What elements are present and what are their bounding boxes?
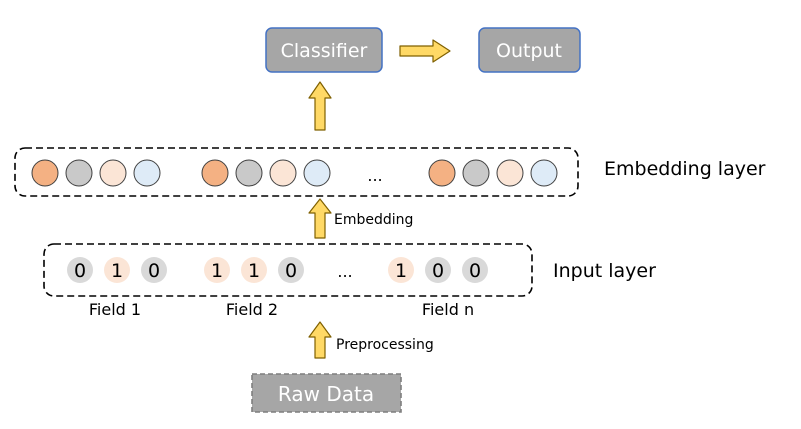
- embedding-node-blue: [530, 159, 558, 187]
- embedding-node-gray: [65, 159, 93, 187]
- embedding-node-peach: [269, 159, 297, 187]
- embedding-node-blue: [303, 159, 331, 187]
- input-fields: 0 1 0 1 1 0 1 0 0: [67, 257, 488, 283]
- input-bit-circle: [462, 257, 488, 283]
- input-bit-value: 1: [211, 260, 223, 282]
- input-bit-circle: [67, 257, 93, 283]
- embedding-node-gray: [235, 159, 263, 187]
- input-bit-circle: [141, 257, 167, 283]
- input-bit-value: 0: [74, 260, 86, 282]
- input-bit-value: 1: [395, 260, 407, 282]
- input-bit-circle: [241, 257, 267, 283]
- embedding-node-gray: [462, 159, 490, 187]
- output-node: Output: [478, 27, 581, 73]
- arrow-rawdata-to-input: [308, 321, 332, 359]
- arrow-embedding-to-classifier: [308, 81, 332, 131]
- embedding-layer-container: [14, 147, 579, 197]
- input-layer-container: [43, 243, 533, 297]
- field-labels: Field 1 Field 2 Field n: [89, 300, 474, 319]
- field-label: Field n: [422, 300, 474, 319]
- input-layer-label: Input layer: [553, 260, 656, 282]
- field-label: Field 1: [89, 300, 141, 319]
- input-bit-value: 1: [111, 260, 123, 282]
- input-bit-circle: [104, 257, 130, 283]
- input-bit-value: 0: [469, 260, 481, 282]
- raw-data-label: Raw Data: [278, 382, 374, 406]
- arrow-input-to-embedding: [308, 198, 332, 239]
- input-bit-value: 1: [248, 260, 260, 282]
- embedding-node-orange: [201, 159, 229, 187]
- input-bit-circle: [425, 257, 451, 283]
- classifier-node: Classifier: [265, 27, 383, 73]
- input-bit-circle: [204, 257, 230, 283]
- input-bit-value: 0: [148, 260, 160, 282]
- field-label: Field 2: [226, 300, 278, 319]
- output-label: Output: [496, 40, 562, 62]
- embedding-node-orange: [31, 159, 59, 187]
- input-bit-circle: [278, 257, 304, 283]
- input-bit-value: 0: [285, 260, 297, 282]
- embedding-node-peach: [496, 159, 524, 187]
- input-bit-circle: [388, 257, 414, 283]
- input-bit-value: 0: [432, 260, 444, 282]
- embedding-node-peach: [99, 159, 127, 187]
- preprocessing-edge-label: Preprocessing: [336, 337, 434, 353]
- embedding-node-blue: [133, 159, 161, 187]
- classifier-label: Classifier: [281, 40, 368, 62]
- embedding-node-orange: [428, 159, 456, 187]
- embedding-edge-label: Embedding: [334, 212, 413, 228]
- embedding-vectors: [31, 159, 558, 187]
- input-ellipsis: ...: [337, 262, 352, 281]
- arrow-classifier-to-output: [399, 39, 451, 63]
- embedding-ellipsis: ...: [367, 166, 382, 185]
- raw-data-node: Raw Data: [251, 373, 402, 413]
- embedding-layer-label: Embedding layer: [604, 158, 766, 180]
